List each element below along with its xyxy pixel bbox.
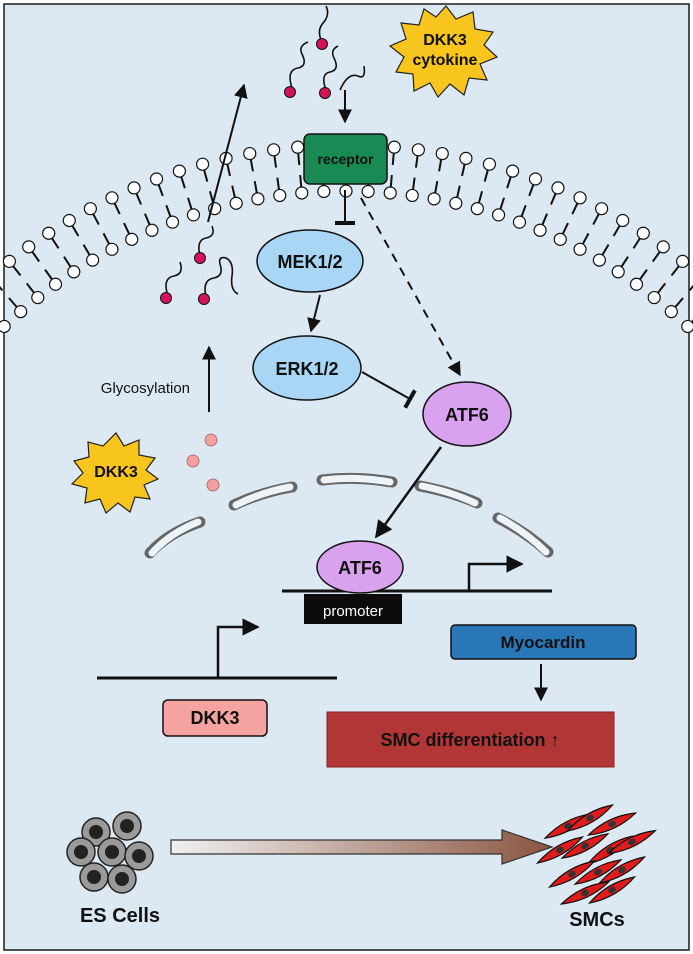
- smc-cell-nucleus: [556, 846, 564, 854]
- myocardin-box[interactable]: [450, 624, 637, 660]
- mek-node[interactable]: [256, 229, 364, 293]
- promoter-label: promoter: [323, 603, 383, 620]
- receptor-to-atf6-dashed: [360, 197, 461, 377]
- secretion-arrow: [207, 83, 248, 223]
- atf6-nucleus-node[interactable]: [316, 540, 404, 594]
- dkk3-protein-dots: [186, 433, 220, 492]
- es-cell-nucleus: [87, 870, 101, 884]
- cell-membrane: [0, 138, 693, 334]
- smc-differentiation-box: [326, 711, 615, 768]
- extracellular-ligands: [289, 5, 366, 91]
- glycosylation-label: Glycosylation: [101, 380, 190, 397]
- atf6-cytoplasm-label: ATF6: [445, 405, 489, 425]
- atf6-nucleus-label: ATF6: [338, 558, 382, 578]
- es-cell-nucleus: [132, 849, 146, 863]
- es-cell-nucleus: [89, 825, 103, 839]
- mek-label: MEK1/2: [277, 252, 342, 272]
- myocardin-label: Myocardin: [500, 633, 585, 652]
- smc-cell-nucleus: [618, 866, 626, 874]
- differentiation-arrow: [170, 829, 554, 865]
- intracellular-ligands: [165, 225, 239, 297]
- ligand-dots-inner: [160, 252, 210, 305]
- nuclear-envelope: [144, 472, 554, 559]
- dkk3-cytokine-star: [388, 5, 499, 99]
- receptor-label: receptor: [317, 151, 374, 167]
- smc-differentiation-label: SMC differentiation ↑: [381, 730, 560, 750]
- smc-cell-nucleus: [586, 814, 594, 822]
- smc-cell-nucleus: [581, 889, 589, 897]
- atf6-nuclear-translocation-arrow: [374, 446, 443, 539]
- dkk3-transcription-arrow: [216, 618, 260, 678]
- dkk3-cytokine-label-line1: DKK3: [423, 32, 467, 49]
- mek-to-erk-arrow: [307, 294, 321, 333]
- es-cell-nucleus: [115, 872, 129, 886]
- atf6-cytoplasm-node[interactable]: [422, 381, 512, 447]
- es-cells-label: ES Cells: [80, 905, 160, 927]
- ligand-dots-top: [284, 38, 331, 99]
- es-cell-nucleus: [120, 819, 134, 833]
- promoter-box: [304, 594, 402, 624]
- smc-cells-cluster: [535, 804, 658, 905]
- dkk3-star-label: DKK3: [94, 464, 138, 481]
- smcs-label: SMCs: [569, 909, 625, 931]
- smc-cell-nucleus: [608, 820, 616, 828]
- erk-inhibits-atf6: [361, 371, 417, 409]
- dkk3-star: [70, 432, 160, 514]
- es-cell-nucleus: [105, 845, 119, 859]
- smc-cell-nucleus: [568, 870, 576, 878]
- erk-label: ERK1/2: [275, 359, 338, 379]
- smc-cell-nucleus: [581, 842, 589, 850]
- dkk3-cytokine-label-line2: cytokine: [413, 52, 478, 69]
- dkk3-gene-box[interactable]: [162, 699, 268, 737]
- smc-cell-nucleus: [594, 868, 602, 876]
- erk-node[interactable]: [252, 335, 362, 401]
- smc-cell-nucleus: [628, 838, 636, 846]
- es-cell-nucleus: [74, 845, 88, 859]
- dkk3-gene-label: DKK3: [190, 708, 239, 728]
- es-cells-cluster: [66, 811, 154, 894]
- smc-cell-nucleus: [608, 886, 616, 894]
- receptor-box[interactable]: [303, 133, 388, 185]
- transcription-start-arrow: [467, 555, 524, 591]
